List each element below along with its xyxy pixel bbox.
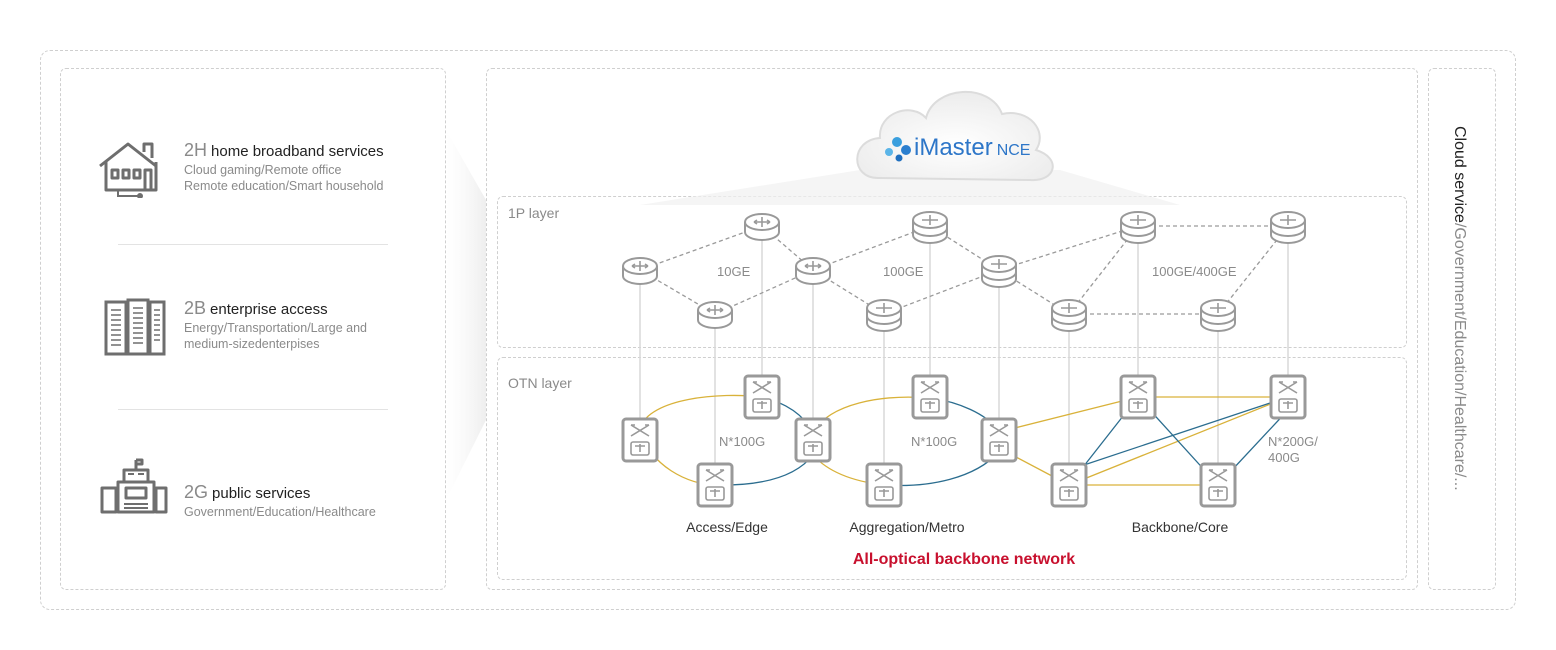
cloud-service-main: Cloud service <box>1451 126 1468 223</box>
otn-device-icon <box>696 462 734 508</box>
ip-link-rate-label: 100GE <box>883 264 924 279</box>
router-icon <box>981 255 1017 288</box>
cloud-service-text: Cloud service/Government/Education/Healt… <box>1450 126 1468 491</box>
router-icon <box>697 301 733 329</box>
government-icon <box>100 458 168 514</box>
otn-link-rate-label: N*100G <box>719 434 765 449</box>
outer-frame <box>40 50 1516 610</box>
otn-device-icon <box>1119 374 1157 420</box>
house-icon <box>99 142 158 198</box>
otn-device-icon <box>1269 374 1307 420</box>
service-beam <box>446 130 486 500</box>
building-icon <box>104 298 166 356</box>
cloud-service-rest: /Government/Education/Healthcare/... <box>1451 222 1468 491</box>
controller-brand: iMaster <box>914 134 993 161</box>
segment-label-backbone: Backbone/Core <box>1132 519 1229 535</box>
service-title: public services <box>212 485 311 502</box>
otn-device-icon <box>743 374 781 420</box>
segment-label-aggregation: Aggregation/Metro <box>849 519 964 535</box>
network-panel <box>486 68 1418 590</box>
imaster-logo-icon <box>885 137 911 162</box>
service-code: 2B <box>184 298 207 318</box>
service-desc-line-1: Energy/Transportation/Large and <box>184 321 367 335</box>
ip-layer-label: 1P layer <box>508 205 559 221</box>
router-icon <box>795 257 831 285</box>
service-code: 2H <box>184 140 208 160</box>
router-icon <box>866 299 902 332</box>
service-title: home broadband services <box>211 143 384 160</box>
otn-device-icon <box>911 374 949 420</box>
otn-device-icon <box>1050 462 1088 508</box>
router-icon <box>912 211 948 244</box>
divider <box>118 409 388 410</box>
services-panel <box>60 68 446 590</box>
otn-device-icon <box>865 462 903 508</box>
divider <box>118 244 388 245</box>
ip-link-rate-label: 100GE/400GE <box>1152 264 1237 279</box>
otn-device-icon <box>794 417 832 463</box>
service-title: enterprise access <box>210 301 328 318</box>
otn-device-icon <box>1199 462 1237 508</box>
router-icon <box>1200 299 1236 332</box>
router-icon <box>744 213 780 241</box>
otn-link-rate-label: N*200G/ <box>1268 434 1318 449</box>
controller-product: NCE <box>997 142 1031 159</box>
router-icon <box>1051 299 1087 332</box>
otn-link-rate-label: 400G <box>1268 450 1300 465</box>
service-desc-line-1: Cloud gaming/Remote office <box>184 163 342 177</box>
ip-link-rate-label: 10GE <box>717 264 751 279</box>
network-title: All-optical backbone network <box>853 551 1075 568</box>
cloud-service-panel <box>1428 68 1496 590</box>
router-icon <box>622 257 658 285</box>
service-desc-line-2: Remote education/Smart household <box>184 179 384 193</box>
otn-layer-label: OTN layer <box>508 375 572 391</box>
service-desc-line-1: Government/Education/Healthcare <box>184 505 376 519</box>
router-icon <box>1270 211 1306 244</box>
otn-device-icon <box>980 417 1018 463</box>
otn-device-icon <box>621 417 659 463</box>
segment-label-access: Access/Edge <box>686 519 768 535</box>
router-icon <box>1120 211 1156 244</box>
service-code: 2G <box>184 482 209 502</box>
otn-layer-box <box>497 357 1407 580</box>
otn-link-rate-label: N*100G <box>911 434 957 449</box>
service-desc-line-2: medium-sizedenterpises <box>184 337 320 351</box>
